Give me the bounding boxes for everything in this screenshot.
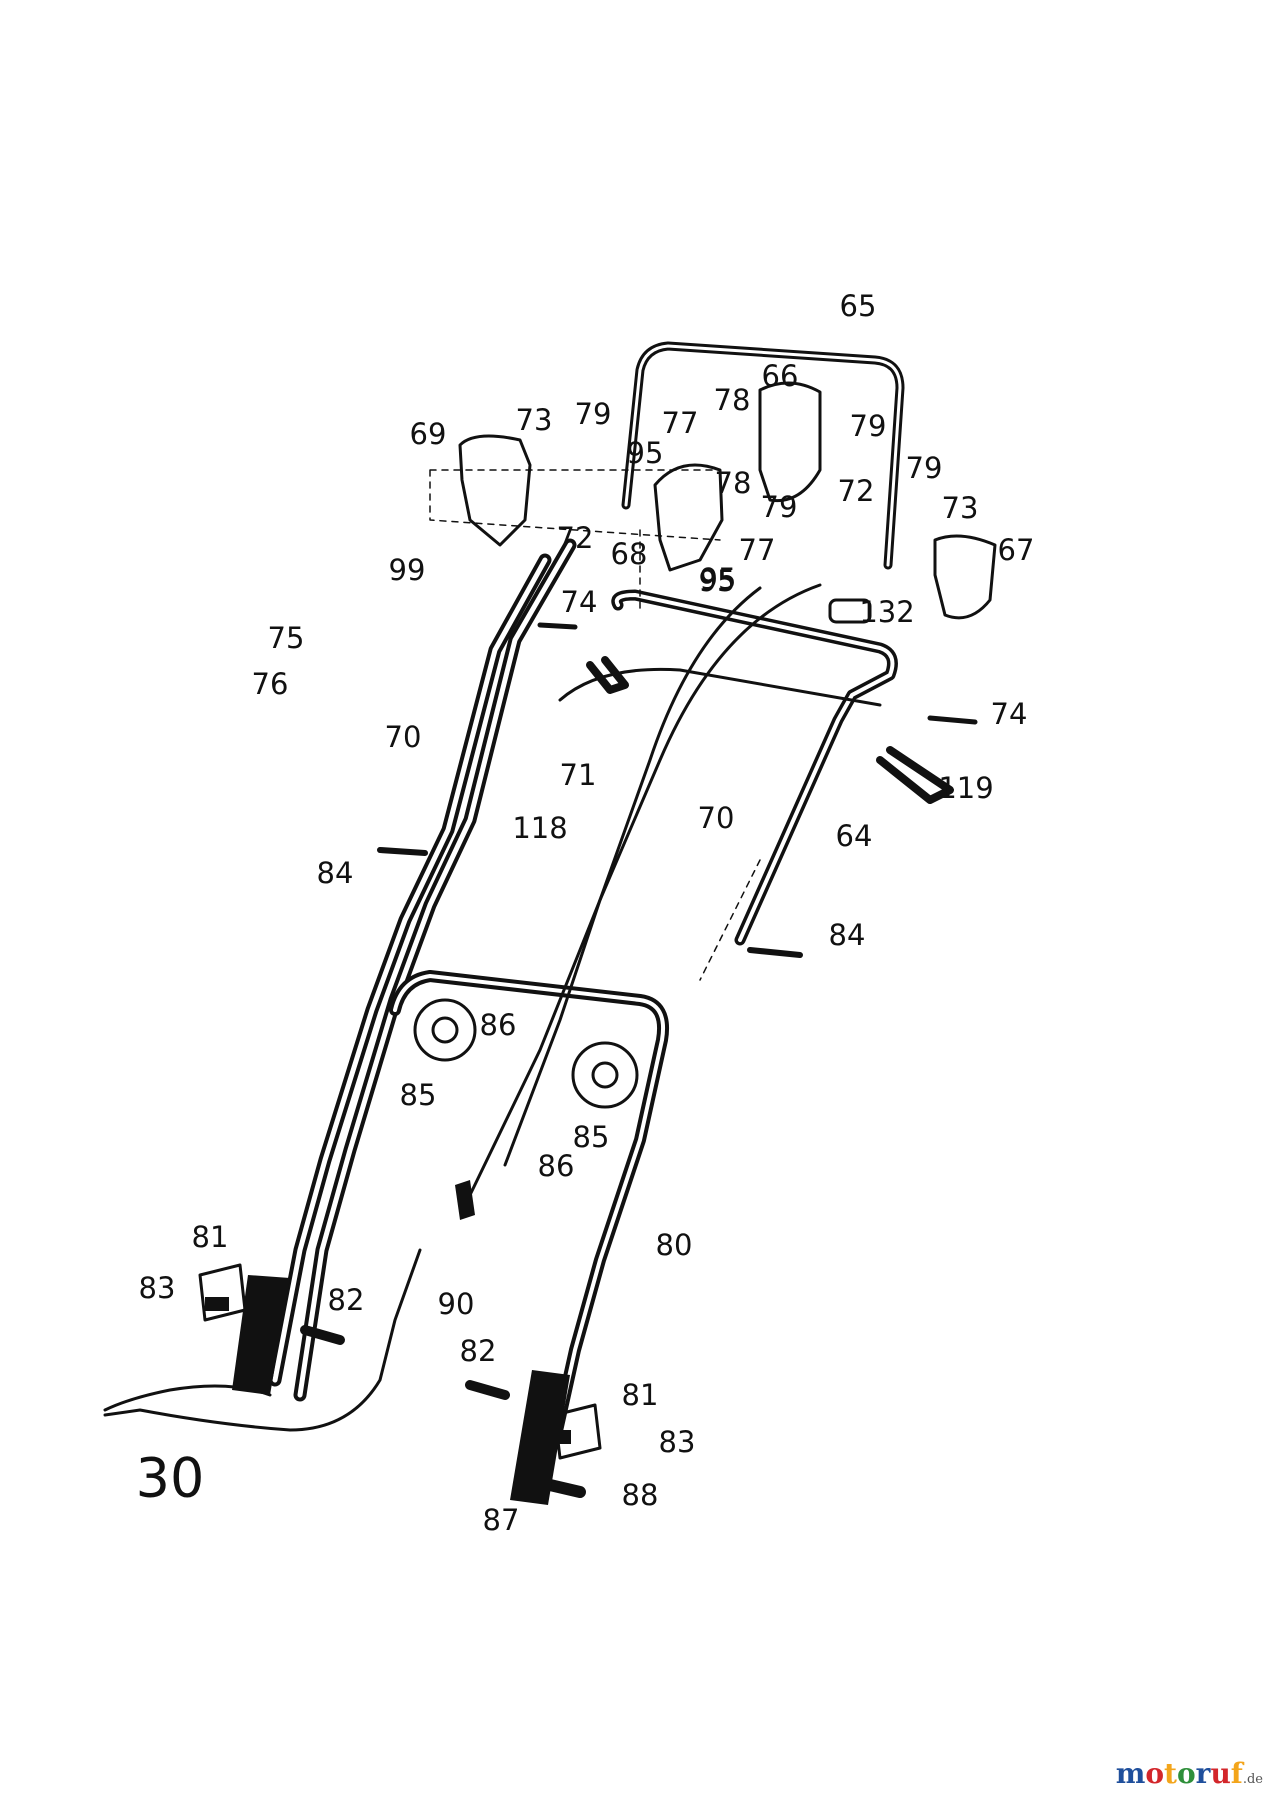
part-label: 69 bbox=[410, 417, 447, 451]
handle-knob-left bbox=[413, 998, 477, 1062]
part-label: 86 bbox=[480, 1008, 517, 1042]
part-label: 95 bbox=[700, 562, 737, 596]
part-label: 71 bbox=[560, 758, 597, 792]
switch-housing-mid bbox=[653, 463, 724, 572]
part-label: 82 bbox=[460, 1334, 497, 1368]
part-label: 70 bbox=[385, 720, 422, 754]
switch-housing-right bbox=[758, 381, 822, 503]
part-label: 80 bbox=[656, 1228, 693, 1262]
left-handle-tube bbox=[293, 538, 577, 1402]
part-label: 83 bbox=[659, 1425, 696, 1459]
watermark-letter: o bbox=[1176, 1757, 1196, 1790]
part-label: 74 bbox=[561, 585, 598, 619]
part-label: 65 bbox=[840, 289, 877, 323]
bolt-74 bbox=[537, 622, 978, 725]
part-label: 72 bbox=[557, 521, 594, 555]
part-label: 74 bbox=[991, 697, 1028, 731]
part-label: 73 bbox=[942, 491, 979, 525]
bolt-82-left bbox=[300, 1325, 345, 1345]
part-label: 81 bbox=[622, 1378, 659, 1412]
part-label: 119 bbox=[938, 771, 993, 805]
part-label: 99 bbox=[389, 553, 426, 587]
part-label: 68 bbox=[611, 537, 648, 571]
part-label: 78 bbox=[714, 383, 751, 417]
part-label: 132 bbox=[859, 595, 914, 629]
part-label: 118 bbox=[512, 811, 567, 845]
watermark-letters: motoruf bbox=[1116, 1757, 1243, 1790]
bushing-87 bbox=[544, 1479, 586, 1498]
bracket-81-left bbox=[198, 1263, 247, 1322]
watermark-letter: u bbox=[1210, 1757, 1231, 1790]
watermark-suffix: .de bbox=[1242, 1772, 1263, 1787]
part-label: 88 bbox=[622, 1478, 659, 1512]
figure-number: 30 bbox=[136, 1447, 205, 1510]
part-label: 85 bbox=[400, 1078, 437, 1112]
handle-knob-right bbox=[571, 1041, 639, 1109]
part-label: 86 bbox=[538, 1149, 575, 1183]
part-label: 67 bbox=[998, 533, 1035, 567]
bolt-82-right bbox=[465, 1380, 510, 1400]
watermark-letter: r bbox=[1195, 1757, 1211, 1790]
watermark-logo: motoruf.de bbox=[1116, 1757, 1263, 1790]
part-label: 79 bbox=[575, 397, 612, 431]
part-label: 90 bbox=[438, 1287, 475, 1321]
watermark-letter: f bbox=[1230, 1757, 1243, 1790]
part-label: 79 bbox=[761, 490, 798, 524]
bowden-cable bbox=[468, 583, 822, 1197]
lever-bracket bbox=[828, 598, 872, 624]
part-label: 66 bbox=[762, 359, 799, 393]
part-label: 79 bbox=[850, 409, 887, 443]
part-label: 76 bbox=[252, 667, 289, 701]
part-label: 82 bbox=[328, 1283, 365, 1317]
part-label: 78 bbox=[715, 466, 752, 500]
part-label: 85 bbox=[573, 1120, 610, 1154]
lever-left bbox=[586, 656, 629, 694]
part-label: 95 bbox=[699, 564, 736, 598]
lower-handle-frame bbox=[389, 970, 669, 1446]
watermark-letter: o bbox=[1145, 1757, 1165, 1790]
part-label: 83 bbox=[139, 1271, 176, 1305]
part-label: 64 bbox=[836, 819, 873, 853]
switch-housing-left bbox=[458, 434, 532, 547]
part-label: 79 bbox=[906, 451, 943, 485]
bolt-84-left bbox=[377, 847, 428, 856]
handle-tube-end-right bbox=[510, 1370, 570, 1505]
part-label: 84 bbox=[317, 856, 354, 890]
part-label: 77 bbox=[739, 533, 776, 567]
part-label: 84 bbox=[829, 918, 866, 952]
part-label: 70 bbox=[698, 801, 735, 835]
part-label: 81 bbox=[192, 1220, 229, 1254]
part-label: 72 bbox=[838, 474, 875, 508]
part-label: 73 bbox=[516, 403, 553, 437]
lever-119 bbox=[876, 746, 954, 804]
part-label: 87 bbox=[483, 1503, 520, 1537]
watermark-letter: m bbox=[1115, 1757, 1146, 1790]
bolt-84-right bbox=[747, 947, 803, 958]
drive-cable bbox=[103, 1248, 422, 1432]
watermark-letter: t bbox=[1164, 1757, 1177, 1790]
part-label: 95 bbox=[627, 436, 664, 470]
handle-tube-end-left bbox=[232, 1275, 290, 1395]
switch-housing-end bbox=[933, 534, 997, 620]
part-label: 77 bbox=[662, 406, 699, 440]
part-label: 75 bbox=[268, 621, 305, 655]
